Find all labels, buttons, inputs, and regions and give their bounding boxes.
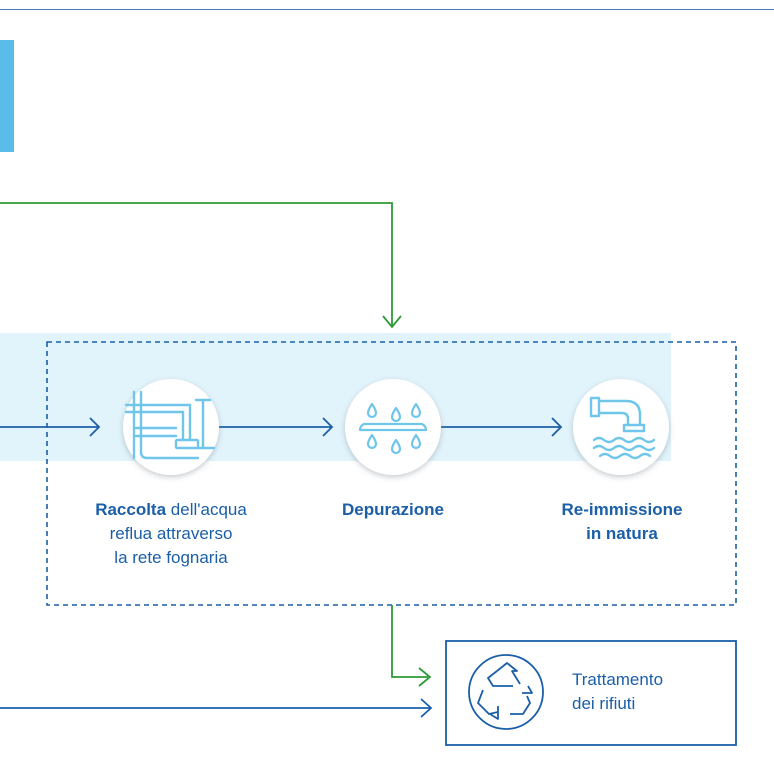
- waste-treatment-line-1: Trattamento: [572, 670, 664, 689]
- blue-flow-arrow-3: [440, 417, 563, 437]
- step-purification-title: Depurazione: [341, 500, 445, 519]
- recycle-icon: [468, 654, 544, 730]
- blue-flow-arrow-2: [218, 417, 334, 437]
- blue-waste-arrow: [0, 698, 433, 718]
- step-reintroduction-title-2: in natura: [586, 524, 658, 543]
- water-drops-filter-icon: [345, 379, 441, 475]
- waste-treatment-line-2: dei rifiuti: [572, 694, 636, 713]
- pipes-icon: [123, 379, 219, 475]
- waste-treatment-label: Trattamento dei rifiuti: [572, 668, 722, 716]
- step-collection-text-1: dell'acqua: [166, 500, 247, 519]
- step-collection-text-2: reflua attraverso: [109, 524, 233, 543]
- process-band: [0, 333, 671, 461]
- step-label-purification: Depurazione: [310, 498, 476, 522]
- step-label-reintroduction: Re-immissione in natura: [522, 498, 722, 546]
- side-accent-bar: [0, 40, 14, 152]
- step-collection-text-3: la rete fognaria: [114, 548, 228, 567]
- step-reintroduction-title-1: Re-immissione: [561, 500, 683, 519]
- green-inflow-arrow: [0, 202, 402, 329]
- step-collection-title: Raccolta: [95, 500, 167, 519]
- green-outflow-arrow: [391, 605, 432, 687]
- step-label-collection: Raccolta dell'acqua reflua attraverso la…: [62, 498, 280, 570]
- outflow-pipe-waves-icon: [573, 379, 669, 475]
- blue-flow-arrow-1: [0, 417, 101, 437]
